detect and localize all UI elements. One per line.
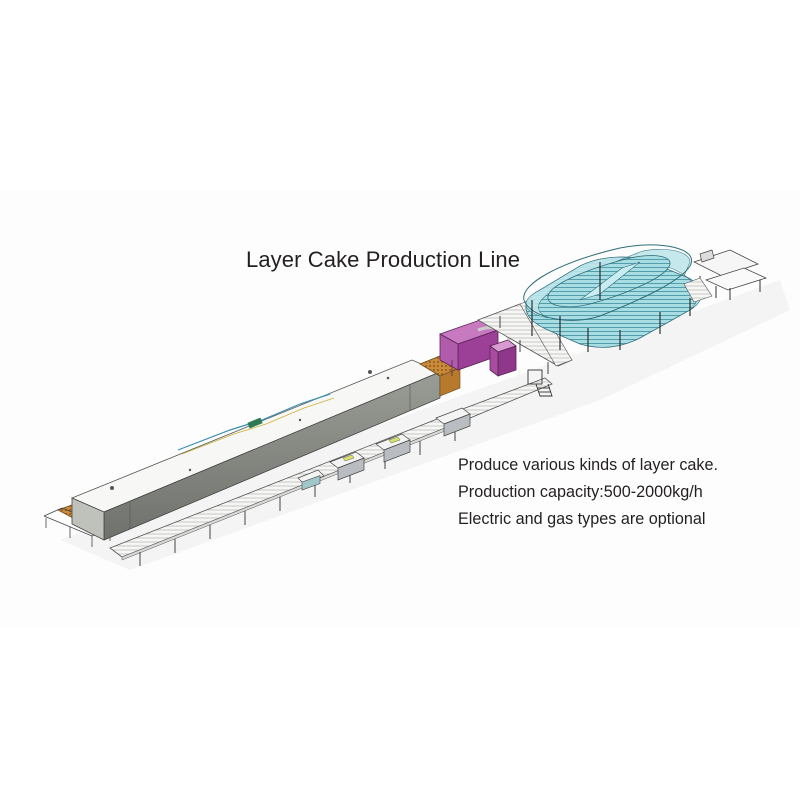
station-3 xyxy=(375,433,411,463)
station-1 xyxy=(297,469,325,491)
feature-item-fuel-type: Electric and gas types are optional xyxy=(458,510,706,528)
processing-stations xyxy=(297,407,471,491)
cake-depositor-machine xyxy=(439,319,517,377)
spiral-cooling-tower xyxy=(523,244,702,352)
station-4 xyxy=(435,407,471,437)
tunnel-oven xyxy=(43,355,461,547)
oven-burner-piping xyxy=(177,393,335,455)
feature-list: Produce various kinds of layer cake. Pro… xyxy=(458,452,718,533)
station-2 xyxy=(329,451,365,481)
feature-item-capacity: Production capacity:500-2000kg/h xyxy=(458,483,703,501)
page-title: Layer Cake Production Line xyxy=(246,247,521,272)
packaging-tables xyxy=(683,249,768,303)
feature-item-variety: Produce various kinds of layer cake. xyxy=(458,456,719,474)
access-stairs xyxy=(527,369,553,397)
